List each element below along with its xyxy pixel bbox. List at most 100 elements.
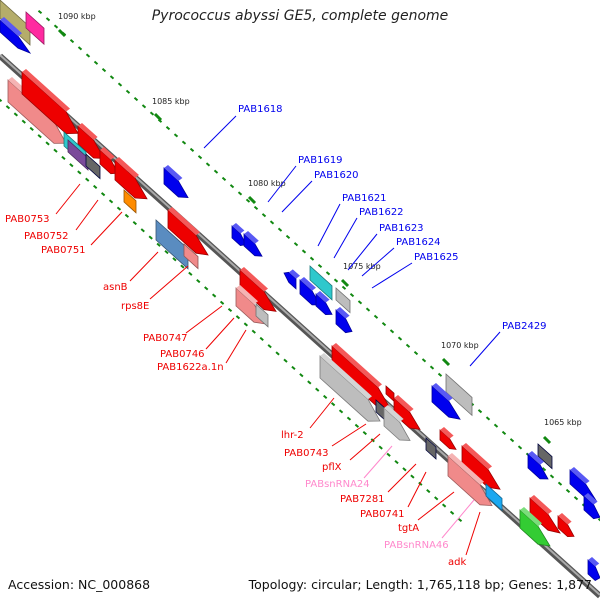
gene-arrow-forward	[587, 557, 600, 581]
tick-mark-outer	[165, 126, 171, 131]
gene-label-reverse-leader	[205, 317, 235, 350]
tick-mark-inner	[156, 242, 161, 247]
tick-mark-inner	[5, 105, 11, 110]
tick-mark-inner	[323, 394, 328, 399]
gene-label-reverse: PAB7281	[340, 494, 385, 505]
tick-mark-inner	[219, 300, 225, 305]
tick-mark-outer	[349, 292, 355, 298]
tick-mark-outer	[413, 351, 419, 356]
tick-mark-inner	[346, 416, 352, 421]
tick-mark-outer	[237, 191, 243, 196]
tick-mark-outer	[109, 75, 115, 80]
gene-label-forward: PAB1623	[379, 223, 424, 234]
gene-label-reverse-leader	[75, 199, 99, 231]
tick-mark-outer	[501, 430, 507, 435]
tick-mark-outer	[429, 365, 435, 370]
gene-arrow-reverse	[77, 123, 105, 159]
tick-mark-outer	[149, 111, 155, 116]
gene-label-reverse-leader	[185, 305, 223, 334]
tick-mark-outer	[437, 372, 443, 377]
gene-arrow-reverse	[21, 69, 79, 135]
tick-mark-inner	[457, 517, 463, 523]
tick-mark-inner	[61, 155, 66, 160]
gene-label-reverse: PAB0751	[41, 245, 86, 256]
tick-mark-outer	[277, 227, 283, 232]
map-title: Pyrococcus abyssi GE5, complete genome	[151, 8, 449, 24]
gene-arrow-forward	[231, 223, 247, 246]
tick-mark-inner	[243, 322, 249, 327]
tick-mark-outer	[125, 89, 131, 94]
gene-arrow-forward	[335, 307, 353, 334]
tick-mark-inner	[338, 409, 344, 414]
gene-label-reverse: PAB0753	[5, 214, 50, 225]
gene-arrow-forward	[283, 269, 300, 290]
tick-mark-outer	[189, 147, 195, 152]
gene-label-reverse: PAB0741	[360, 509, 405, 520]
gene-arrow-forward	[163, 165, 189, 199]
tick-mark-inner	[180, 264, 185, 269]
tick-mark-outer	[285, 234, 291, 240]
tick-mark-outer	[565, 488, 571, 494]
tick-mark-inner	[378, 445, 383, 450]
tick-mark-inner	[29, 126, 34, 132]
tick-mark-outer	[37, 9, 43, 15]
tick-mark-inner	[172, 257, 177, 262]
gene-block-grey	[255, 303, 269, 328]
tick-mark-outer	[557, 481, 563, 486]
gene-label-reverse: PAB1622a.1n	[157, 362, 224, 373]
tick-mark-outer	[45, 17, 51, 22]
tick-mark-outer	[421, 358, 427, 363]
tick-mark-inner	[434, 496, 439, 501]
gene-block-cyan	[309, 265, 333, 301]
gene-label-forward-leader	[267, 165, 297, 203]
tick-mark-outer	[301, 249, 307, 254]
tick-mark-inner	[283, 358, 288, 363]
tick-mark-inner	[77, 170, 82, 175]
tick-mark-outer	[357, 300, 363, 305]
tick-mark-outer	[293, 242, 299, 247]
tick-mark-inner	[441, 503, 447, 508]
gene-arrow-forward	[243, 231, 263, 257]
tick-mark-inner	[164, 250, 169, 255]
gene-arrow-forward	[583, 493, 600, 520]
gene-label-forward: PAB1618	[238, 104, 283, 115]
tick-mark-inner	[13, 112, 19, 117]
gene-arrow-forward	[527, 451, 549, 480]
gene-label-reverse-leader	[309, 397, 335, 429]
tick-mark-inner	[307, 380, 312, 385]
tick-mark-inner	[402, 467, 407, 472]
tick-mark-inner	[251, 329, 256, 334]
gene-block-orange	[123, 189, 137, 214]
tick-mark-inner	[124, 213, 130, 218]
tick-mark-inner	[291, 365, 296, 370]
topology-label: Topology: circular; Length: 1,765,118 bp…	[248, 577, 592, 592]
gene-arrow-reverse	[167, 207, 209, 256]
tick-mark-inner	[330, 402, 336, 407]
tick-mark-inner	[354, 423, 360, 428]
gene-label-forward: PAB1619	[298, 155, 343, 166]
gene-label-forward-leader	[347, 233, 378, 271]
tick-mark-outer	[517, 445, 523, 450]
gene-label-forward: PAB1624	[396, 237, 441, 248]
gene-label-reverse-leader	[331, 423, 367, 447]
major-tick	[441, 357, 451, 367]
gene-label-forward: PAB2429	[502, 321, 547, 332]
tick-mark-inner	[93, 184, 98, 189]
gene-label-reverse: pflX	[322, 462, 342, 473]
major-tick	[542, 435, 552, 445]
tick-mark-outer	[549, 474, 555, 479]
tick-mark-outer	[261, 213, 267, 218]
gene-arrow-reverse	[557, 513, 575, 538]
gene-label-reverse: asnB	[103, 282, 128, 293]
accession-label: Accession: NC_000868	[8, 577, 151, 592]
gene-label-reverse-leader	[387, 463, 417, 493]
gene-arrow-reverse	[114, 157, 148, 200]
gene-label-reverse: adk	[448, 557, 466, 568]
gene-label-forward-leader	[333, 217, 358, 259]
gene-label-reverse-leader	[349, 433, 381, 461]
scale-label: 1085 kbp	[152, 97, 190, 106]
tick-mark-outer	[381, 322, 387, 327]
gene-label-reverse-leader	[417, 491, 455, 521]
gene-label-forward: PAB1625	[414, 252, 459, 263]
